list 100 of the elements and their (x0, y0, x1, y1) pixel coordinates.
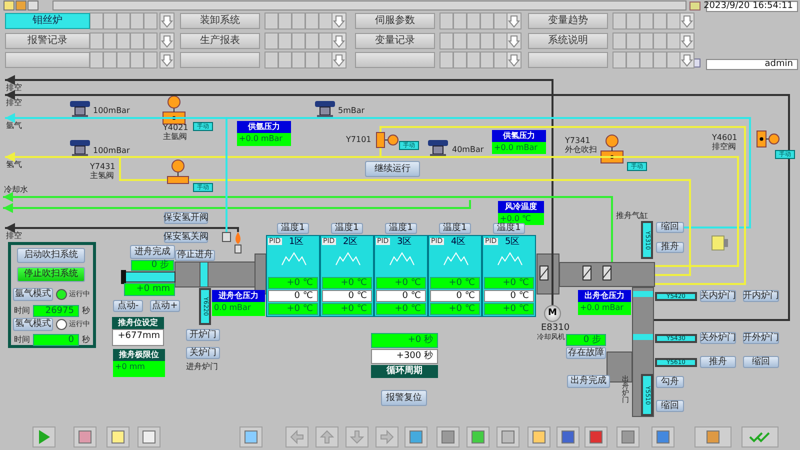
menu-button (5, 52, 90, 68)
value-field: +300 秒 (371, 349, 438, 364)
pressure-display (578, 290, 631, 315)
action-button: 关炉门 (186, 347, 220, 359)
date-time-field: 2023/9/20 16:54:11 (706, 1, 798, 12)
pipe (5, 113, 751, 228)
heating-zone-panel (320, 235, 374, 317)
display-value: +677mm (112, 329, 164, 346)
pipe (5, 90, 790, 321)
user-field: admin (706, 59, 798, 70)
action-button: 继续运行 (365, 161, 420, 177)
action-button: 关外炉门 (700, 332, 736, 344)
action-button: 推舟 (700, 356, 736, 368)
value-field: 0 ℃ (322, 290, 372, 302)
display-value: +0.0 mBar (237, 133, 291, 146)
temperature-button: 温度1 (385, 223, 417, 234)
status-indicator (56, 319, 67, 330)
action-button: 出舟完成 (567, 375, 610, 388)
display-title: 进舟仓压力 (212, 290, 265, 302)
value-display: +0 ℃ (268, 303, 318, 315)
value-field: 0 ℃ (430, 290, 480, 302)
temperature-button: 温度1 (277, 223, 309, 234)
display-title: 推舟极限位 (113, 349, 165, 361)
pipe (189, 179, 691, 276)
pipe (380, 148, 382, 157)
menu-button (355, 52, 435, 68)
heating-zone-panel (374, 235, 428, 317)
value-display: +0 ℃ (484, 303, 534, 315)
caption-text: 秒 (82, 336, 90, 344)
caption-text: 秒 (82, 307, 90, 315)
action-button: 开外炉门 (743, 332, 779, 344)
zone-label: 3区 (397, 238, 412, 247)
pressure-text: 5mBar (338, 107, 365, 115)
caption-text: E8310 (541, 324, 570, 333)
menu-button: 钼丝炉 (5, 13, 90, 29)
action-button: 报警复位 (381, 390, 427, 406)
pipe (226, 118, 228, 232)
value-display: 0 步 (131, 260, 174, 271)
action-button: 推舟 (656, 242, 684, 253)
motor-symbol: M (544, 305, 561, 322)
value-display: +0 ℃ (376, 277, 426, 289)
action-button: 保安氢开阀 (164, 212, 208, 224)
cycle-label-bar: 循环周期 (371, 365, 438, 378)
valve-tag: Y4601 (712, 134, 738, 142)
valve-name: 主氢阀 (90, 172, 114, 180)
menu-button: 生产报表 (180, 33, 260, 49)
value-display: +0 ℃ (322, 303, 372, 315)
pressure-text: 100mBar (93, 107, 130, 115)
display-title: 供氩压力 (237, 121, 291, 133)
zone-label: 5区 (505, 238, 520, 247)
pipe (5, 152, 739, 267)
action-button: 停止吹扫系统 (17, 267, 85, 282)
jog-button: 点动+ (150, 300, 180, 312)
mode-button: 氢气模式 (13, 318, 53, 331)
pipe (380, 126, 746, 285)
pipe (3, 200, 471, 213)
menu-button: 报警记录 (5, 33, 90, 49)
value-display: +0 ℃ (322, 277, 372, 289)
value-field: 0 ℃ (376, 290, 426, 302)
flame-icon (233, 232, 243, 254)
valve-tag: Y4021 (163, 124, 188, 132)
pipe-label: 冷却水 (4, 185, 30, 194)
valve-name: 排空阀 (712, 143, 736, 151)
menu-button: 变量记录 (355, 33, 435, 49)
display-value: 0.0 mBar (212, 302, 265, 316)
valve-name: 主氩阀 (163, 133, 187, 141)
value-field: 0 ℃ (268, 290, 318, 302)
display-title: 出舟仓压力 (578, 290, 631, 302)
pipe-label: 排空 (6, 231, 24, 240)
jog-button: 点动- (113, 300, 143, 312)
valve-icon (222, 232, 231, 242)
value-display: +0 ℃ (484, 277, 534, 289)
temperature-button: 温度1 (493, 223, 525, 234)
valve-name: 外仓吹扫 (565, 146, 597, 154)
zone-label: 4区 (451, 238, 466, 247)
action-button: 勾舟 (656, 376, 684, 388)
action-button: 开内炉门 (743, 290, 779, 302)
valve-tag: Y7101 (346, 136, 372, 144)
value-display: +0 mm (124, 283, 175, 296)
heating-zone-panel (482, 235, 536, 317)
temperature-display (498, 201, 544, 222)
value-display: 26975 (33, 305, 79, 317)
display-value: +0.0 mBar (492, 142, 546, 154)
value-display: +0 ℃ (430, 277, 480, 289)
menu-button: 装卸系统 (180, 13, 260, 29)
zone-label: 1区 (289, 238, 304, 247)
display-title: 供氢压力 (492, 130, 546, 142)
pressure-text: 40mBar (452, 146, 484, 154)
control-panel (8, 242, 96, 348)
value-display: 0 步 (566, 334, 606, 346)
action-button: 启动吹扫系统 (17, 248, 85, 263)
temperature-button: 温度1 (439, 223, 471, 234)
door-name: 进舟炉门 (186, 363, 218, 371)
action-button: 进舟完成 (130, 245, 175, 259)
display-value: +0 mm (113, 361, 165, 377)
caption-text: 时间 (14, 336, 30, 344)
action-button: 保安氢关阀 (164, 232, 208, 243)
heating-zone-panel (428, 235, 482, 317)
zone-label: 2区 (343, 238, 358, 247)
valve-tag: Y7341 (565, 137, 590, 145)
